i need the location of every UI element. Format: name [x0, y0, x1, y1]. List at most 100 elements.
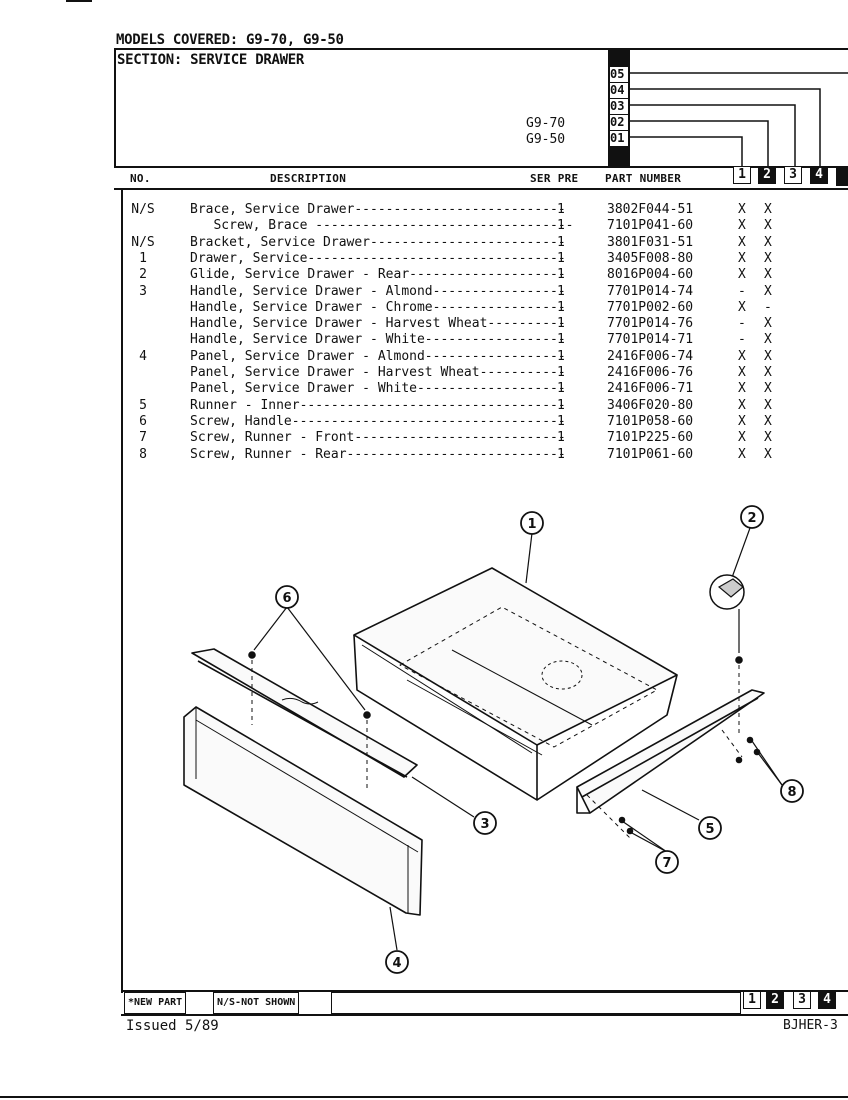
col-header-description: DESCRIPTION — [270, 172, 347, 185]
callout-2: 2 — [740, 505, 764, 529]
parts-row: 3 Handle, Service Drawer - Almond--------… — [0, 284, 848, 300]
rev-2-mark: X — [764, 250, 772, 266]
part-quantity: 1 — [557, 365, 565, 380]
version-code-01: 01 — [610, 130, 630, 145]
part-quantity: 1 — [557, 250, 565, 266]
rev-2-mark: - — [764, 299, 772, 315]
header-rule-mid — [114, 166, 848, 168]
part-number: 7101P061-60 — [607, 446, 694, 462]
rev-2-mark: X — [764, 381, 772, 397]
footer-rule-top — [121, 990, 848, 992]
part-quantity: 1 — [557, 413, 565, 429]
col-header-ser-pre: SER PRE — [530, 172, 579, 185]
part-quantity: 1 — [557, 316, 565, 332]
header-rule-top — [114, 48, 848, 50]
rev-2-mark: X — [764, 446, 772, 462]
rev-2-mark: X — [764, 413, 772, 429]
version-strip-left — [608, 48, 610, 166]
legend-new-part: *NEW PART — [124, 992, 187, 1014]
section-title: SECTION: SERVICE DRAWER — [117, 52, 304, 68]
part-number: 7101P058-60 — [607, 413, 694, 429]
part-quantity: 1 — [557, 381, 565, 397]
callout-7: 7 — [655, 850, 679, 874]
callout-2-label: 2 — [747, 511, 756, 526]
corner-mark — [66, 0, 92, 2]
rev-1-mark: X — [738, 397, 746, 413]
col-header-part-number: PART NUMBER — [605, 172, 682, 185]
part-quantity: 1 — [557, 267, 565, 283]
rev-column-4: 4 — [810, 166, 828, 184]
part-quantity: 1 — [557, 299, 565, 315]
callout-5-label: 5 — [705, 822, 714, 837]
frame-left — [114, 48, 116, 168]
part-number: 3801F031-51 — [607, 234, 694, 250]
footer-rev-2: 2 — [766, 991, 784, 1009]
footer-rev-4: 4 — [818, 991, 836, 1009]
issued-date: Issued 5/89 — [126, 1018, 219, 1034]
parts-row: Panel, Service Drawer - Harvest Wheat---… — [0, 365, 848, 381]
part-number: 7701P014-74 — [607, 283, 694, 299]
part-number: 2416F006-71 — [607, 381, 694, 397]
part-number: 7101P041-60 — [607, 218, 694, 234]
parts-row: Handle, Service Drawer - Harvest Wheat--… — [0, 316, 848, 332]
parts-row: Handle, Service Drawer - White----------… — [0, 332, 848, 348]
callout-6-label: 6 — [282, 591, 291, 606]
part-item-number: 3 — [139, 283, 147, 299]
callout-8: 8 — [780, 779, 804, 803]
version-code-05: 05 — [610, 66, 630, 81]
part-number: 8016P004-60 — [607, 267, 694, 283]
part-number: 7701P014-76 — [607, 316, 694, 332]
part-description: Screw, Runner - Rear--------------------… — [190, 446, 566, 462]
frame-left-lower — [121, 188, 123, 993]
rev-column-2: 2 — [758, 166, 776, 184]
drawer-service-part — [353, 567, 678, 801]
callout-1-label: 1 — [527, 517, 536, 532]
part-description: Brace, Service Drawer-------------------… — [190, 202, 566, 217]
panel-part — [183, 706, 423, 916]
part-description: Handle, Service Drawer - Harvest Wheat--… — [190, 316, 566, 332]
callout-7-label: 7 — [662, 856, 671, 871]
parts-row: 8 Screw, Runner - Rear-------------------… — [0, 447, 848, 463]
part-item-number: N/S — [131, 202, 155, 217]
rev-1-mark: - — [738, 332, 746, 348]
rev-1-mark: - — [738, 316, 746, 332]
version-strip-bottom — [608, 146, 630, 166]
rev-2-mark: X — [764, 234, 772, 250]
part-quantity: 1 — [557, 234, 565, 250]
part-number: 7701P014-71 — [607, 332, 694, 348]
callout-5: 5 — [698, 816, 722, 840]
part-quantity: 1 — [557, 397, 565, 413]
part-number: 7701P002-60 — [607, 299, 694, 315]
rev-1-mark: X — [738, 430, 746, 446]
models-covered: MODELS COVERED: G9-70, G9-50 — [116, 32, 344, 48]
rev-2-mark: X — [764, 430, 772, 446]
rev-2-mark: X — [764, 348, 772, 364]
document-code: BJHER-3 — [783, 1018, 838, 1033]
part-description: Drawer, Service-------------------------… — [190, 250, 566, 266]
runner-part — [576, 689, 765, 814]
part-number: 2416F006-76 — [607, 365, 694, 380]
rev-1-mark: X — [738, 381, 746, 397]
part-quantity: 1 — [557, 332, 565, 348]
part-number: 3802F044-51 — [607, 202, 694, 217]
part-item-number: N/S — [131, 234, 155, 250]
part-item-number: 8 — [139, 446, 147, 462]
rev-1-mark: X — [738, 348, 746, 364]
footer-rule-bottom — [121, 1014, 848, 1016]
part-item-number: 1 — [139, 250, 147, 266]
rev-1-mark: X — [738, 234, 746, 250]
rev-1-mark: X — [738, 267, 746, 283]
part-description: Handle, Service Drawer - Almond---------… — [190, 283, 566, 299]
screw-glyphs — [248, 651, 761, 835]
exploded-diagram: 1 2 3 4 5 6 7 — [183, 505, 804, 974]
part-item-number: 2 — [139, 267, 147, 283]
part-description: Bracket, Service Drawer-----------------… — [190, 234, 566, 250]
rev-2-mark: X — [764, 267, 772, 283]
version-code-04: 04 — [610, 82, 630, 97]
parts-row: Handle, Service Drawer - Chrome---------… — [0, 300, 848, 316]
parts-row: N/S Brace, Service Drawer----------------… — [0, 202, 848, 218]
rev-column-3: 3 — [784, 166, 802, 184]
